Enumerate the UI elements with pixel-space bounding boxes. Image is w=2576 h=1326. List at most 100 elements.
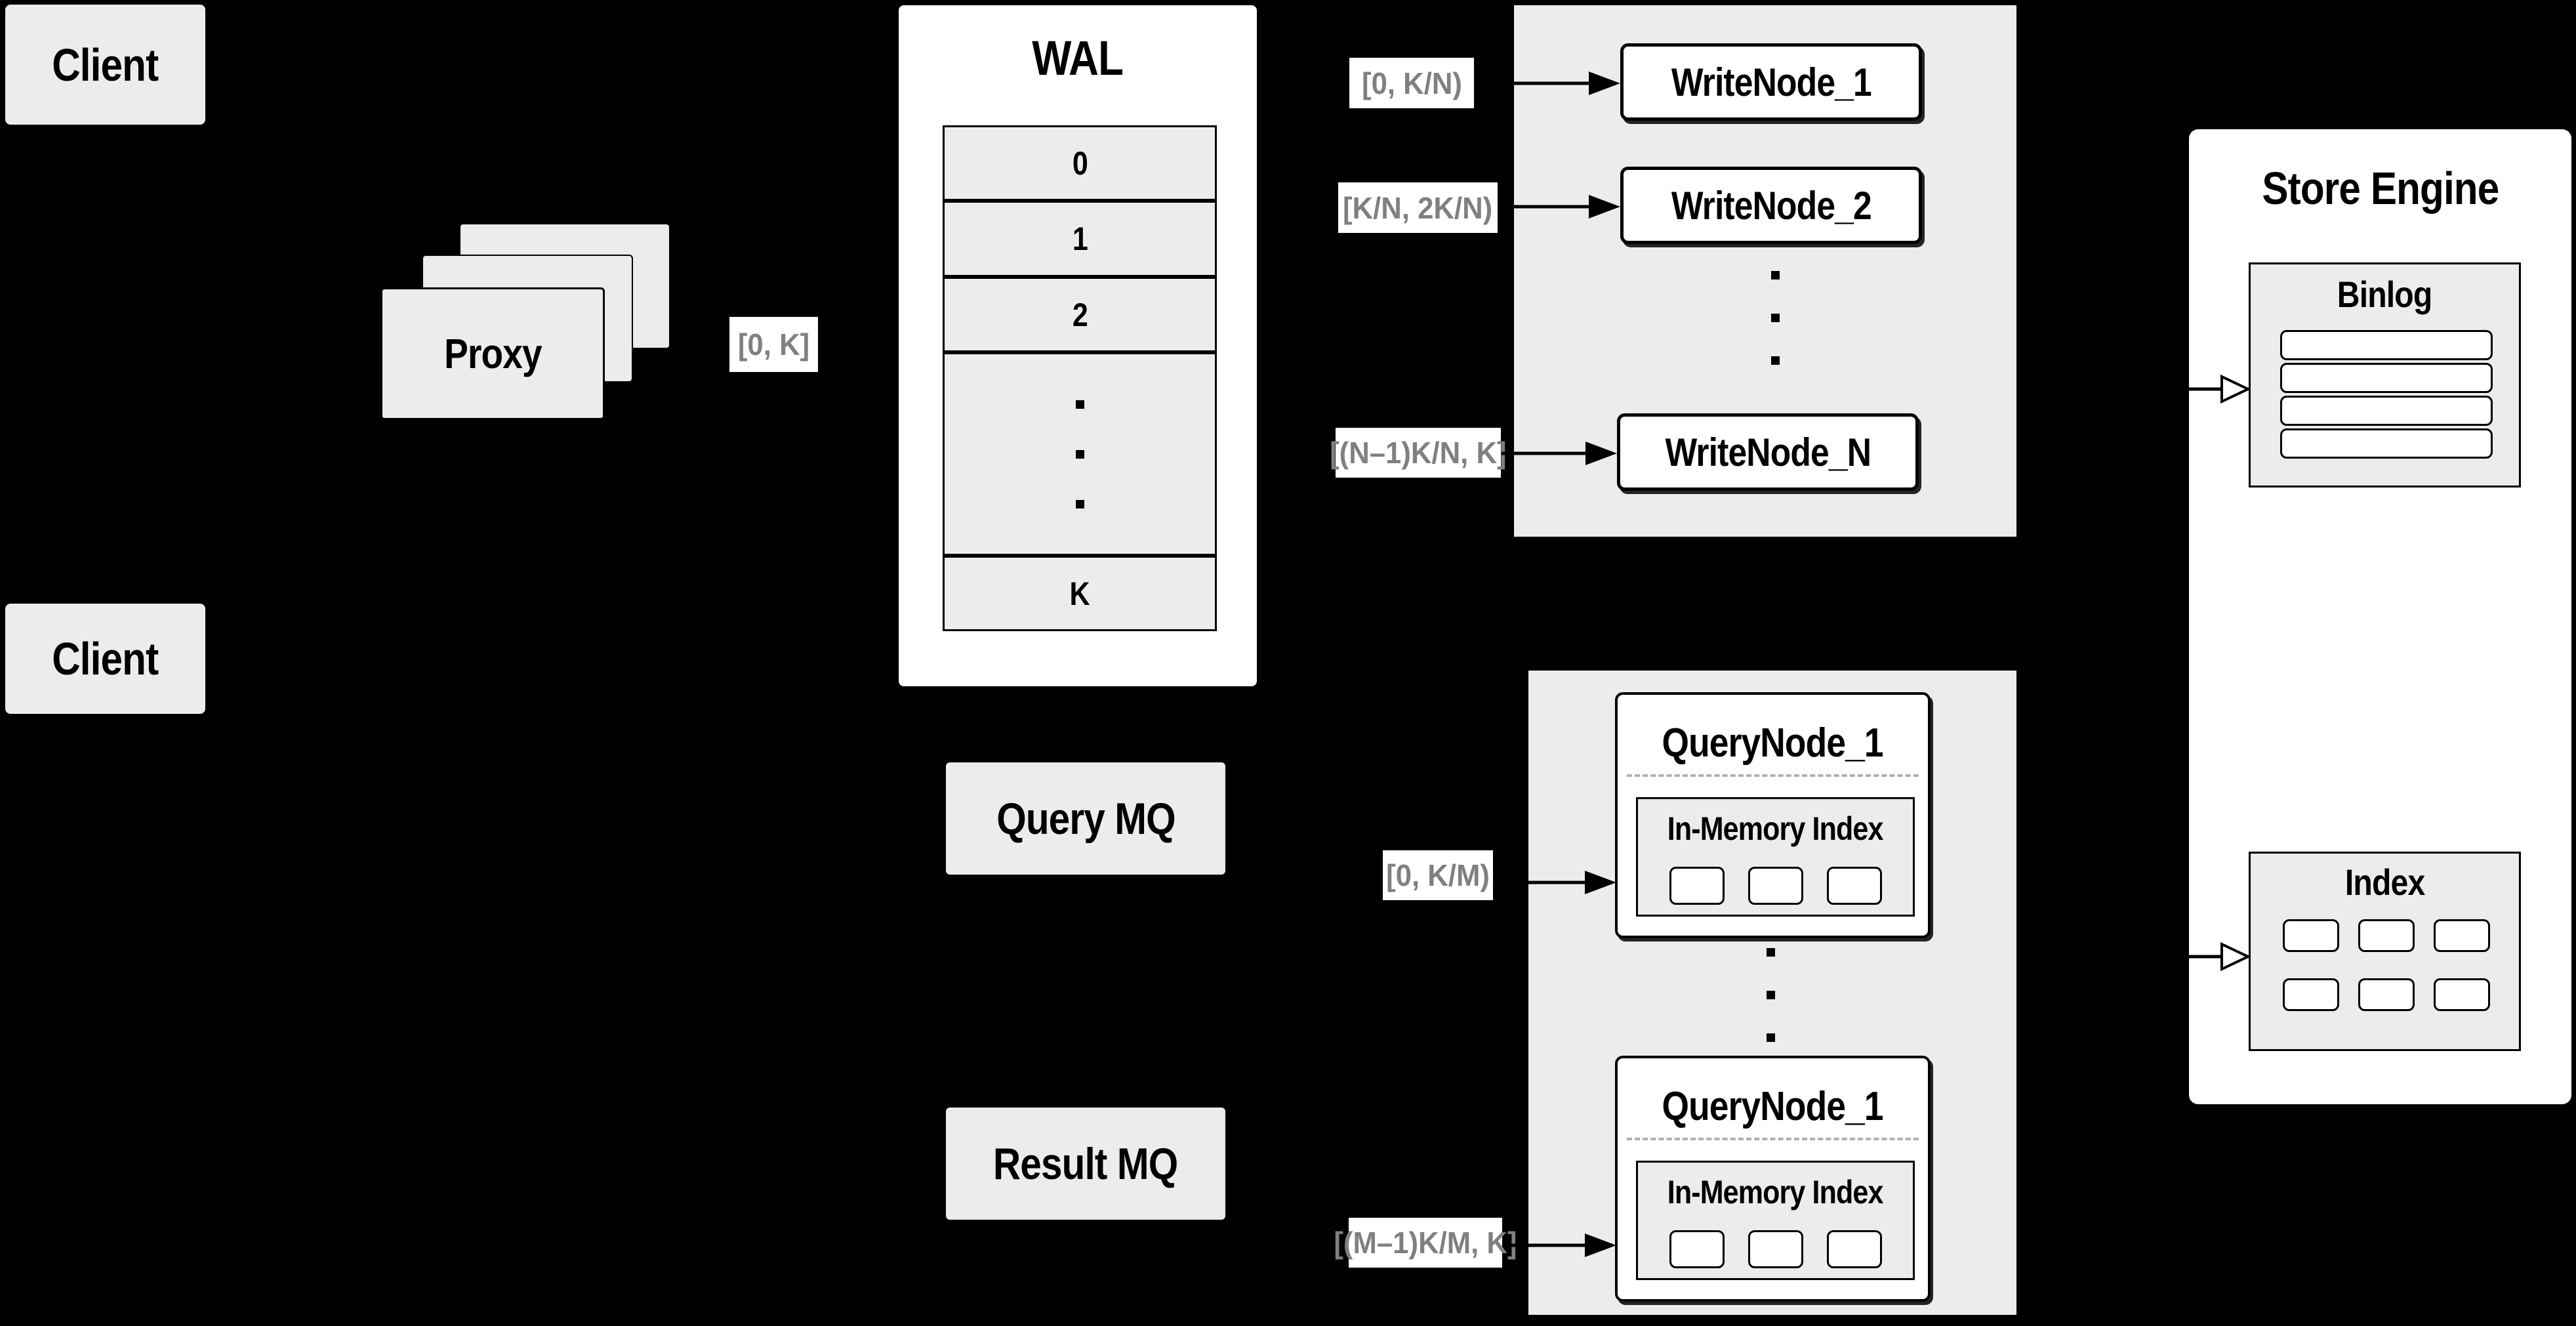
query-node-bottom-title: QueryNode_1 xyxy=(1662,1083,1884,1129)
ellipsis-dot xyxy=(1767,948,1775,957)
arrow-to-query-node-bottom xyxy=(1503,1233,1616,1257)
index-slot xyxy=(1826,1230,1882,1268)
ellipsis-dot xyxy=(1075,499,1084,508)
range-label-write-n: [(N–1)K/N, K] xyxy=(1330,428,1507,478)
proxy-label: Proxy xyxy=(443,330,542,377)
wal-title-wrap: WAL xyxy=(899,28,1257,87)
index-cell xyxy=(2434,978,2490,1011)
wal-segment-row: 0 xyxy=(943,125,1217,201)
wal-segment-row: 1 xyxy=(943,201,1217,277)
client-box-top: Client xyxy=(5,5,205,125)
query-node-top-title: QueryNode_1 xyxy=(1662,720,1884,766)
range-label-query-m-text: [(M–1)K/M, K] xyxy=(1334,1226,1517,1260)
index-cell xyxy=(2283,919,2339,952)
binlog-box: Binlog xyxy=(2249,262,2521,487)
result-mq-box: Result MQ xyxy=(946,1108,1225,1220)
query-node-top-box: QueryNode_1 In-Memory Index xyxy=(1615,692,1931,938)
ellipsis-dot xyxy=(1771,314,1780,322)
store-engine-title: Store Engine xyxy=(2262,163,2499,214)
wal-segment-table: 0 1 2 K xyxy=(943,125,1217,631)
binlog-title-wrap: Binlog xyxy=(2251,271,2519,317)
index-cells xyxy=(2283,919,2490,1011)
range-label-write-1: [0, K/N) xyxy=(1349,58,1474,108)
client-bottom-label: Client xyxy=(52,633,159,684)
ellipsis-dot xyxy=(1767,1033,1775,1042)
write-node-n-label: WriteNode_N xyxy=(1665,430,1871,474)
index-title: Index xyxy=(2344,861,2425,903)
ellipsis-dot xyxy=(1075,449,1084,459)
wal-segment-1: 1 xyxy=(1072,220,1088,257)
ellipsis-dot xyxy=(1767,991,1775,999)
in-memory-index-top-title: In-Memory Index xyxy=(1667,810,1884,847)
write-node-1-label: WriteNode_1 xyxy=(1671,60,1871,104)
in-memory-index-bottom-box: In-Memory Index xyxy=(1636,1161,1915,1280)
wal-segment-0: 0 xyxy=(1072,144,1088,182)
range-label-proxy-to-wal-text: [0, K] xyxy=(737,327,810,362)
query-mq-box: Query MQ xyxy=(946,762,1225,875)
dashed-divider xyxy=(1627,774,1919,777)
range-label-write-1-text: [0, K/N) xyxy=(1361,66,1462,100)
range-label-proxy-to-wal: [0, K] xyxy=(729,317,818,372)
wal-container: WAL 0 1 2 K xyxy=(897,4,1258,688)
proxy-box: Proxy xyxy=(380,287,605,420)
range-label-write-2-text: [K/N, 2K/N) xyxy=(1343,190,1493,225)
index-cell xyxy=(2283,978,2339,1011)
ellipsis-dot xyxy=(1771,356,1780,365)
index-slot xyxy=(1669,867,1725,905)
query-nodes-ellipsis xyxy=(1767,948,1775,1042)
index-slot xyxy=(1826,867,1882,905)
wal-segment-row: 2 xyxy=(943,277,1217,352)
binlog-row xyxy=(2280,428,2493,459)
ellipsis-dot xyxy=(1075,400,1084,409)
range-label-query-1-text: [0, K/M) xyxy=(1386,858,1490,892)
dashed-divider xyxy=(1627,1138,1919,1140)
ellipsis-dot xyxy=(1771,271,1780,280)
in-memory-index-top-title-wrap: In-Memory Index xyxy=(1638,802,1913,855)
query-nodes-panel: QueryNode_1 In-Memory Index QueryNo xyxy=(1528,671,2016,1315)
arrow-to-write-node-2 xyxy=(1498,195,1620,218)
range-label-write-2: [K/N, 2K/N) xyxy=(1338,182,1498,233)
range-label-write-n-text: [(N–1)K/N, K] xyxy=(1330,436,1507,470)
arrow-to-query-node-top xyxy=(1494,871,1616,894)
in-memory-index-top-box: In-Memory Index xyxy=(1636,797,1915,917)
result-mq-label: Result MQ xyxy=(993,1138,1178,1189)
wal-segment-k: K xyxy=(1069,575,1090,612)
write-nodes-ellipsis xyxy=(1771,271,1780,365)
in-memory-index-bottom-slots xyxy=(1638,1230,1913,1268)
index-slot xyxy=(1669,1230,1725,1268)
wal-segment-2: 2 xyxy=(1072,296,1088,333)
range-label-query-m: [(M–1)K/M, K] xyxy=(1334,1218,1517,1268)
query-node-bottom-box: QueryNode_1 In-Memory Index xyxy=(1615,1056,1931,1302)
index-box: Index xyxy=(2249,852,2521,1051)
binlog-row xyxy=(2280,330,2493,360)
in-memory-index-bottom-title: In-Memory Index xyxy=(1667,1174,1884,1211)
in-memory-index-top-slots xyxy=(1638,867,1913,905)
write-node-2-box: WriteNode_2 xyxy=(1620,167,1922,244)
write-node-n-box: WriteNode_N xyxy=(1617,413,1919,491)
binlog-title: Binlog xyxy=(2337,273,2433,315)
arrow-to-write-node-n xyxy=(1502,442,1617,465)
index-slot xyxy=(1748,867,1803,905)
store-engine-title-wrap: Store Engine xyxy=(2189,162,2571,215)
index-cell xyxy=(2434,919,2490,952)
wal-segment-row: K xyxy=(943,556,1217,631)
index-cell xyxy=(2358,978,2415,1011)
client-top-label: Client xyxy=(52,39,159,91)
query-node-top-title-wrap: QueryNode_1 xyxy=(1618,720,1928,766)
index-cell xyxy=(2358,919,2415,952)
range-label-query-1: [0, K/M) xyxy=(1383,850,1493,900)
arrow-open-to-index xyxy=(2189,942,2249,971)
wal-ellipsis-row xyxy=(943,352,1217,556)
write-node-2-label: WriteNode_2 xyxy=(1671,183,1871,228)
write-nodes-panel: WriteNode_1 WriteNode_2 WriteNode_N xyxy=(1514,5,2016,537)
index-slot xyxy=(1748,1230,1803,1268)
query-node-bottom-title-wrap: QueryNode_1 xyxy=(1618,1083,1928,1129)
store-engine-container: Store Engine Binlog Index xyxy=(2189,129,2571,1104)
wal-title: WAL xyxy=(1032,30,1124,85)
arrow-to-write-node-1 xyxy=(1476,72,1620,95)
index-title-wrap: Index xyxy=(2251,859,2519,905)
query-mq-label: Query MQ xyxy=(996,793,1176,844)
write-node-1-box: WriteNode_1 xyxy=(1620,43,1922,121)
binlog-row xyxy=(2280,396,2493,426)
